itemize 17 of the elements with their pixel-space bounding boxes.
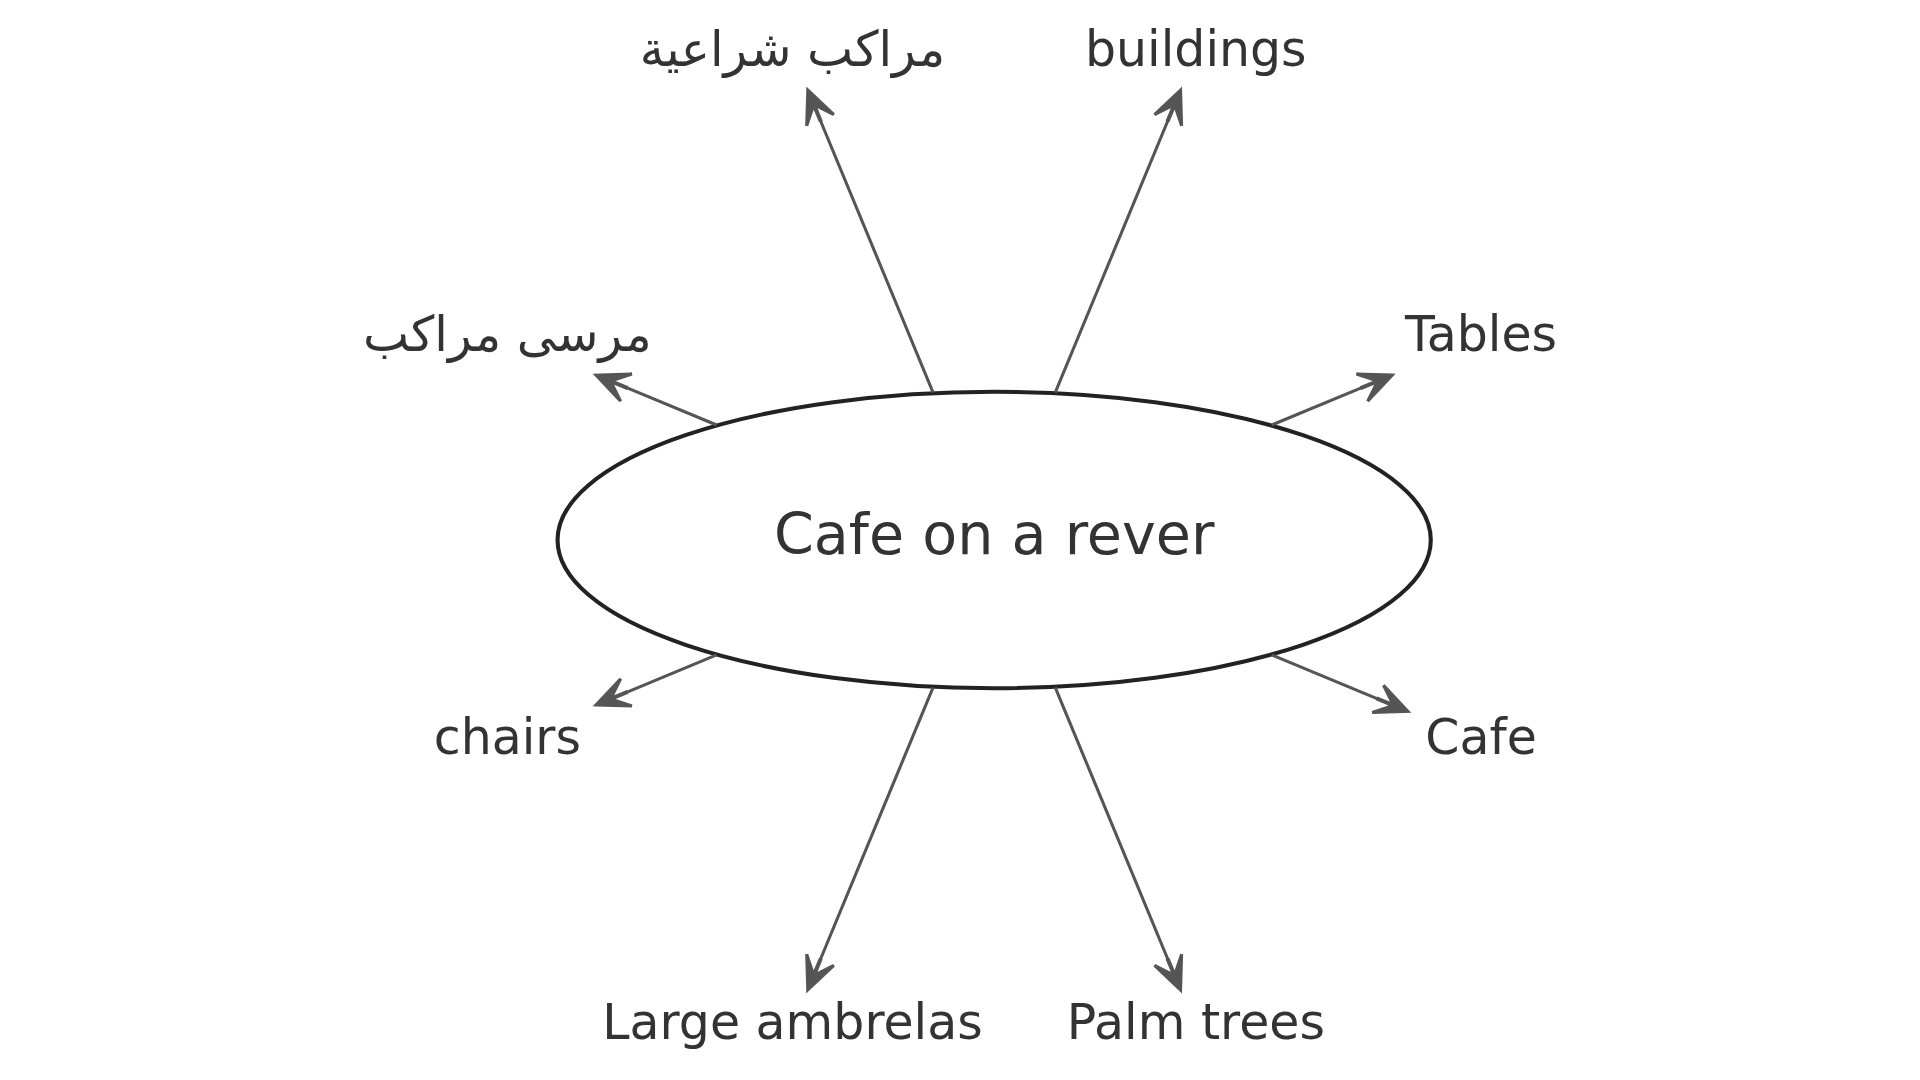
arrow (804, 686, 935, 992)
arrow (594, 653, 717, 708)
arrow (594, 372, 717, 427)
node-text: Large ambrelas (601, 994, 983, 1052)
node-text: Palm trees (1066, 994, 1325, 1052)
arrow (804, 88, 935, 394)
node-text: مرسى مراكب (362, 305, 652, 363)
node-text: مراكب شراعية (639, 20, 945, 78)
node-text: buildings (1084, 20, 1307, 78)
node-text: Tables (1404, 305, 1557, 363)
arrow (1270, 653, 1410, 715)
node-text: chairs (433, 709, 581, 767)
node-ellipse: Cafe on a rever (555, 389, 1433, 691)
arrow (1053, 686, 1183, 992)
arrow (1270, 372, 1394, 427)
arrow (1053, 88, 1183, 394)
node-text: Cafe (1424, 709, 1537, 767)
